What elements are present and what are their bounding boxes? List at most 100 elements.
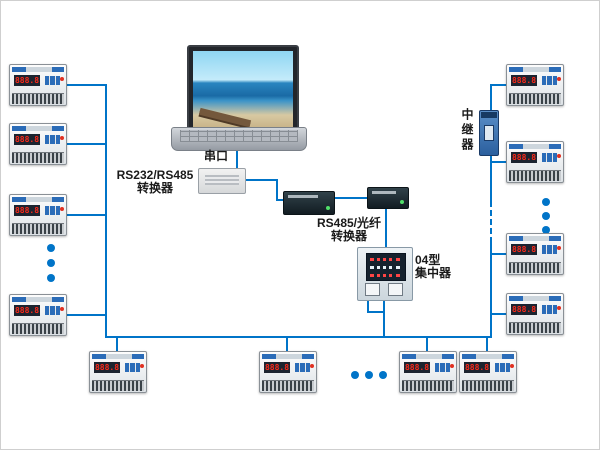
right-ellipsis-dot xyxy=(542,212,550,220)
line-rs232-out-h xyxy=(244,179,278,181)
meter-led xyxy=(60,77,64,81)
meter-terminal-pins xyxy=(402,380,454,391)
fiber-converter-label-line1: RS485/光纤 xyxy=(316,216,382,230)
meter-buttons xyxy=(435,363,450,372)
line-right-stub-2 xyxy=(492,161,506,163)
meter-unit-bottom-4: 888.8 xyxy=(459,351,517,393)
line-concentrator-stub xyxy=(367,299,369,313)
indicator-lights-row xyxy=(370,274,400,277)
line-drop-bottom-3 xyxy=(426,338,428,351)
meter-led xyxy=(60,136,64,140)
meter-top-strip xyxy=(262,354,314,359)
serial-port-label: 串口 xyxy=(204,149,229,163)
repeater-label: 中继器 xyxy=(460,108,474,153)
meter-buttons xyxy=(45,206,60,215)
meter-top-strip xyxy=(12,67,64,72)
line-laptop-to-rs232 xyxy=(236,148,238,168)
indicator-lights-row xyxy=(370,266,400,269)
meter-display: 888.8 xyxy=(14,205,40,216)
meter-display: 888.8 xyxy=(264,362,290,373)
line-fiber1-to-fiber2 xyxy=(333,197,369,199)
meter-display: 888.8 xyxy=(404,362,430,373)
right-ellipsis-dot xyxy=(542,226,550,234)
meter-led xyxy=(140,364,144,368)
meter-terminal-pins xyxy=(509,93,561,104)
meter-terminal-pins xyxy=(509,322,561,333)
rs232-converter-label: RS232/RS485 转换器 xyxy=(115,169,195,195)
meter-buttons xyxy=(542,76,557,85)
meter-buttons xyxy=(45,135,60,144)
meter-top-strip xyxy=(462,354,514,359)
line-drop-bottom-2 xyxy=(286,338,288,351)
line-rs232-out-h2 xyxy=(276,199,285,201)
concentrator-label-line2: 集中器 xyxy=(415,266,452,280)
meter-unit-left-2: 888.8 xyxy=(9,123,67,165)
meter-terminal-pins xyxy=(509,262,561,273)
meter-led xyxy=(557,306,561,310)
meter-led xyxy=(557,154,561,158)
line-fiber-to-concentrator xyxy=(385,207,387,247)
meter-terminal-pins xyxy=(12,93,64,104)
meter-buttons xyxy=(125,363,140,372)
meter-top-strip xyxy=(12,297,64,302)
laptop-keyboard xyxy=(171,127,307,151)
meter-display: 888.8 xyxy=(511,75,537,86)
meter-buttons xyxy=(295,363,310,372)
meter-terminal-pins xyxy=(12,223,64,234)
line-left-stub-3 xyxy=(65,214,107,216)
line-left-bus xyxy=(105,84,107,338)
meter-buttons xyxy=(45,76,60,85)
meter-terminal-pins xyxy=(262,380,314,391)
meter-unit-left-1: 888.8 xyxy=(9,64,67,106)
laptop-keys xyxy=(180,130,298,142)
meter-terminal-pins xyxy=(92,380,144,391)
meter-led xyxy=(60,307,64,311)
concentrator-label-line1: 04型 xyxy=(415,253,441,267)
line-right-stub-3 xyxy=(492,253,506,255)
meter-top-strip xyxy=(509,67,561,72)
indicator-lights-row xyxy=(370,258,400,261)
meter-top-strip xyxy=(12,197,64,202)
laptop-screen xyxy=(187,45,299,137)
meter-led xyxy=(557,246,561,250)
concentrator-port-left xyxy=(365,283,380,296)
meter-top-strip xyxy=(92,354,144,359)
meter-led xyxy=(557,77,561,81)
bottom-ellipsis-dot xyxy=(379,371,387,379)
laptop-wallpaper-beach xyxy=(193,51,293,131)
line-drop-bottom-4 xyxy=(486,338,488,351)
line-left-stub-2 xyxy=(65,143,107,145)
meter-buttons xyxy=(542,305,557,314)
repeater-device xyxy=(479,110,499,156)
bottom-ellipsis-dot xyxy=(365,371,373,379)
fiber-converter-label-line2: 转换器 xyxy=(330,229,367,243)
meter-display: 888.8 xyxy=(464,362,490,373)
meter-unit-right-2: 888.8 xyxy=(506,141,564,183)
meter-top-strip xyxy=(12,126,64,131)
concentrator-device xyxy=(357,247,413,301)
meter-unit-left-3: 888.8 xyxy=(9,194,67,236)
meter-terminal-pins xyxy=(462,380,514,391)
line-drop-bottom-1 xyxy=(116,338,118,351)
meter-unit-right-3: 888.8 xyxy=(506,233,564,275)
meter-buttons xyxy=(542,245,557,254)
fiber-converter-device-2 xyxy=(367,187,409,209)
meter-top-strip xyxy=(509,236,561,241)
meter-terminal-pins xyxy=(509,170,561,181)
meter-top-strip xyxy=(509,144,561,149)
concentrator-indicator-panel xyxy=(366,253,406,281)
meter-unit-right-4: 888.8 xyxy=(506,293,564,335)
meter-led xyxy=(60,207,64,211)
meter-terminal-pins xyxy=(12,323,64,334)
beach-pier xyxy=(198,108,252,128)
meter-unit-left-4: 888.8 xyxy=(9,294,67,336)
fiber-converter-label: RS485/光纤 转换器 xyxy=(311,217,387,243)
rs232-converter-label-line2: 转换器 xyxy=(136,181,173,195)
meter-top-strip xyxy=(509,296,561,301)
meter-display: 888.8 xyxy=(511,152,537,163)
concentrator-port-right xyxy=(388,283,403,296)
meter-terminal-pins xyxy=(12,152,64,163)
meter-top-strip xyxy=(402,354,454,359)
meter-buttons xyxy=(495,363,510,372)
line-right-bus-dashed xyxy=(490,201,492,243)
